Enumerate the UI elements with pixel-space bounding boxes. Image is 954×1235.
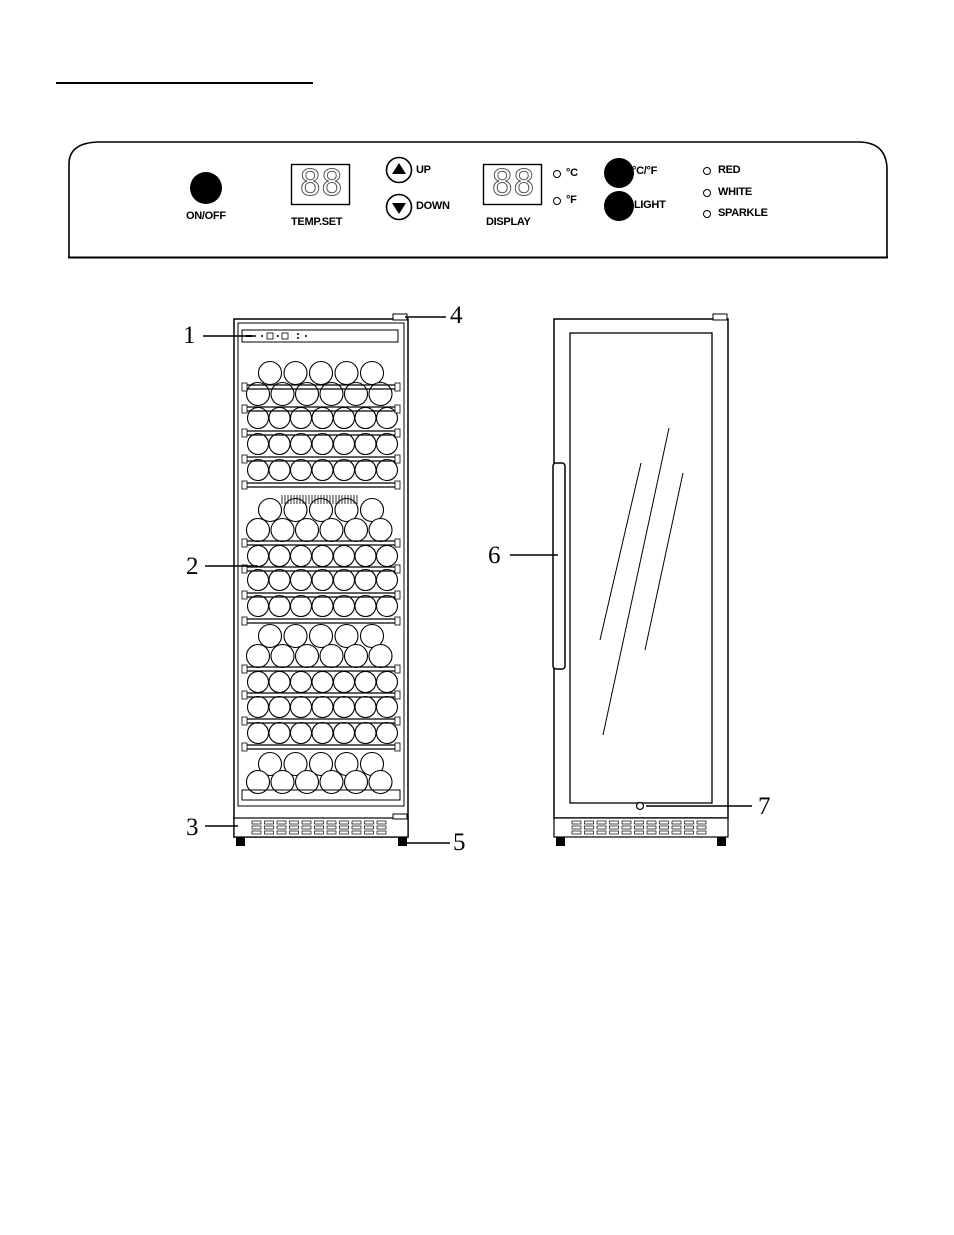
closed-foot-left	[556, 837, 565, 846]
door-lock-icon	[637, 803, 644, 810]
callout-7: 7	[758, 794, 771, 819]
door-top-hinge	[713, 314, 727, 320]
closed-foot-right	[717, 837, 726, 846]
door-handle	[553, 463, 565, 669]
glass-panel	[570, 333, 712, 803]
closed-ventilation-grille	[572, 821, 706, 834]
callout-6: 6	[488, 543, 501, 568]
